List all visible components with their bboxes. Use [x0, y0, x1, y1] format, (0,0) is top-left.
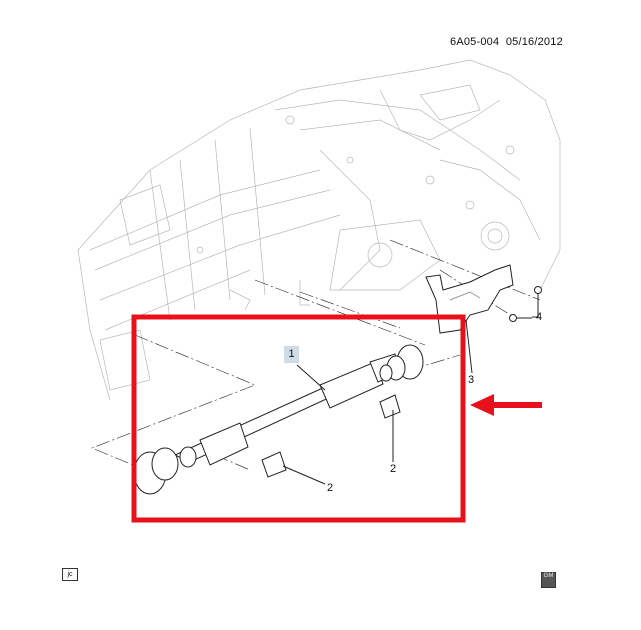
propeller-shaft — [133, 344, 424, 495]
shield-bolts — [509, 286, 542, 322]
callout-3: 3 — [468, 374, 475, 386]
document-date: 05/16/2012 — [505, 36, 563, 48]
document-number: 6A05-004 — [450, 36, 500, 48]
centerline-dashes — [91, 239, 541, 473]
jc-icon: jc — [62, 568, 78, 581]
callout-2-front: 2 — [327, 482, 334, 494]
callout-2-rear: 2 — [390, 463, 397, 475]
flange-bolts — [261, 394, 401, 485]
heat-shield — [425, 264, 514, 334]
highlight-box — [131, 314, 466, 523]
callout-4: 4 — [536, 311, 543, 323]
transmission-engine-lineart — [77, 59, 561, 401]
leader-1 — [296, 364, 326, 391]
highlight-arrow — [470, 394, 542, 416]
callout-1: 1 — [284, 346, 299, 363]
gm-logo-icon: GM — [541, 572, 556, 588]
leader-3 — [465, 319, 473, 374]
document-id-label: 6A05-004 05/16/2012 — [450, 36, 563, 48]
